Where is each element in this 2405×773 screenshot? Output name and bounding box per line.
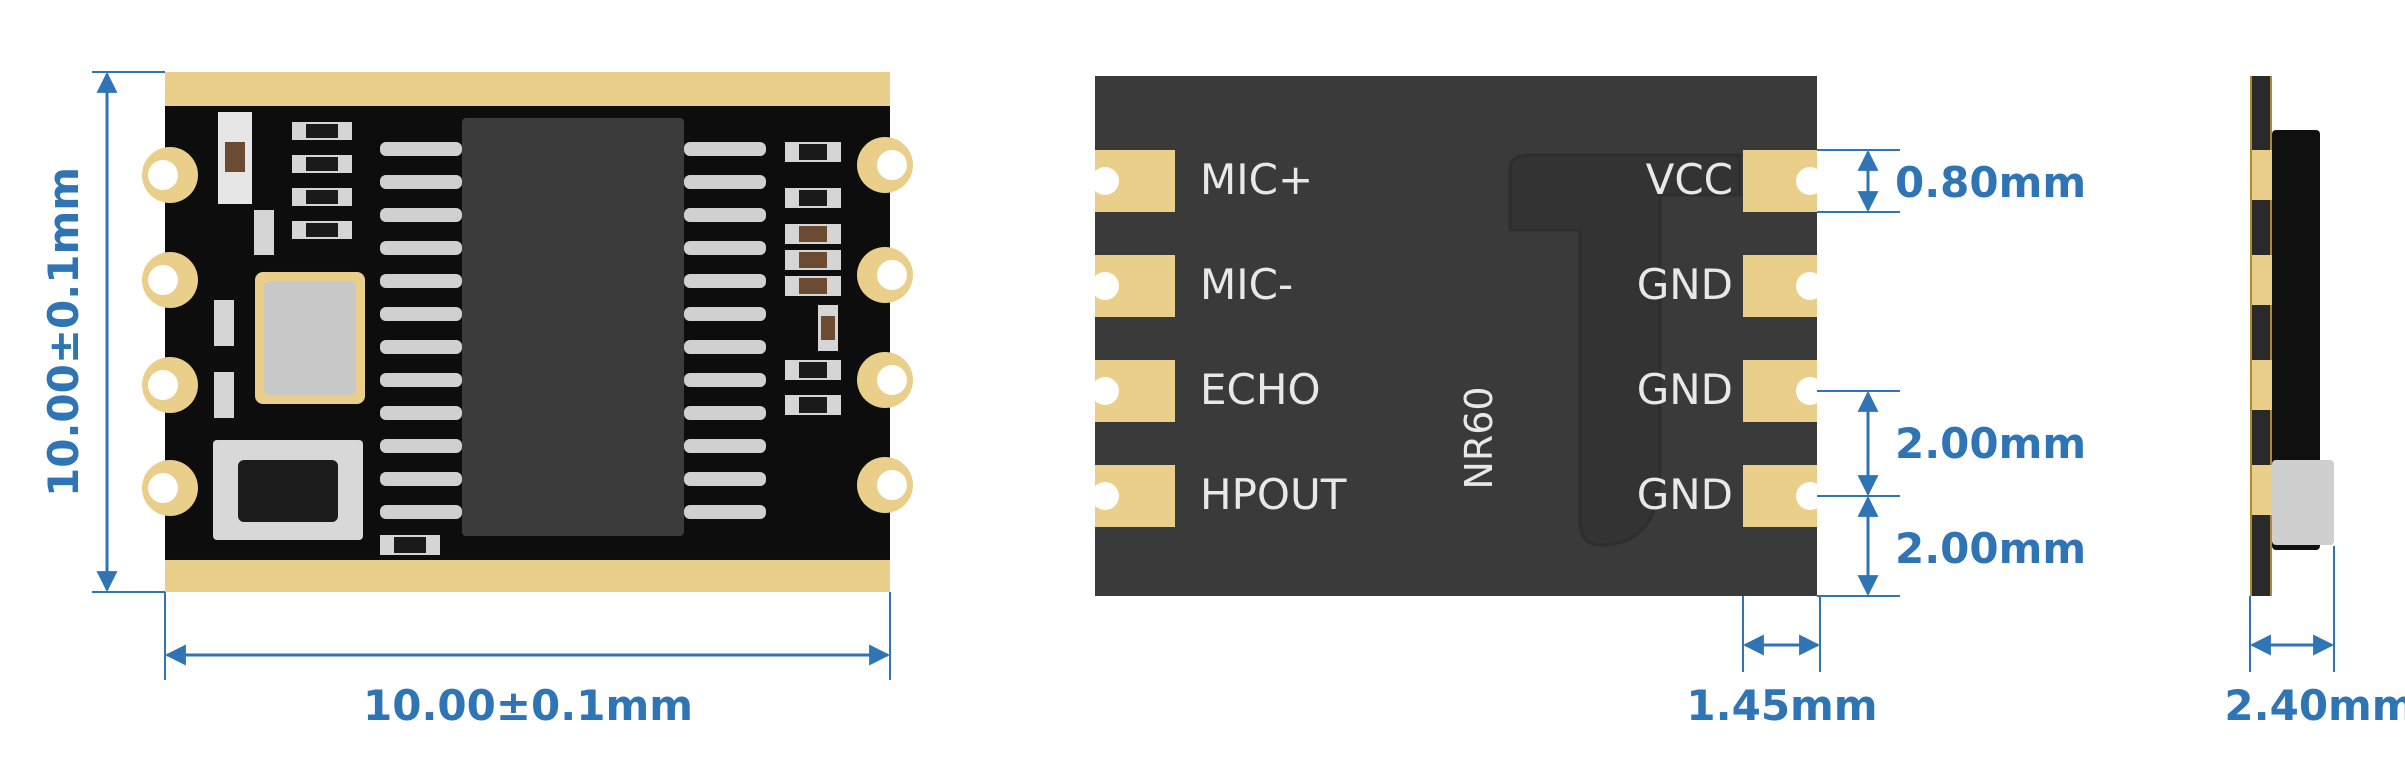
- front-height-label: 10.00±0.1mm: [39, 167, 88, 497]
- board-label: NR60: [1457, 386, 1501, 489]
- pitch-label-2: 2.00mm: [1895, 524, 2086, 573]
- pin-label-hpout: HPOUT: [1200, 470, 1347, 519]
- front-passives-left: [214, 112, 440, 555]
- front-main-ic: [462, 118, 684, 536]
- back-right-pads: [1743, 150, 1824, 527]
- pad-length-label: 1.45mm: [1686, 681, 1877, 730]
- front-view: 10.00±0.1mm 10.00±0.1mm: [39, 71, 913, 730]
- pad-width-label: 0.80mm: [1895, 158, 2086, 207]
- thickness-label: 2.40mm: [2224, 681, 2405, 730]
- front-top-gold-strip: [165, 72, 890, 106]
- pin-label-gnd-1: GND: [1637, 260, 1733, 309]
- side-castellations: [2252, 150, 2272, 515]
- pitch-label-1: 2.00mm: [1895, 419, 2086, 468]
- front-bottom-gold-strip: [165, 560, 890, 592]
- pin-label-mic-minus: MIC-: [1200, 260, 1293, 309]
- pin-label-echo: ECHO: [1200, 365, 1321, 414]
- back-left-pads: [1091, 150, 1175, 527]
- side-view: 2.40mm: [2224, 76, 2405, 730]
- pin-label-gnd-2: GND: [1637, 365, 1733, 414]
- back-ground-trace: [1508, 153, 1742, 547]
- side-component-body: [2272, 130, 2320, 550]
- front-width-label: 10.00±0.1mm: [363, 681, 693, 730]
- pin-label-vcc: VCC: [1646, 155, 1733, 204]
- pin-label-gnd-3: GND: [1637, 470, 1733, 519]
- front-ic-leads: [380, 142, 766, 519]
- pin-label-mic-plus: MIC+: [1200, 155, 1313, 204]
- back-view: MIC+ MIC- ECHO HPOUT VCC GND GND GND NR6…: [1091, 76, 2086, 730]
- front-passives-right: [785, 142, 841, 415]
